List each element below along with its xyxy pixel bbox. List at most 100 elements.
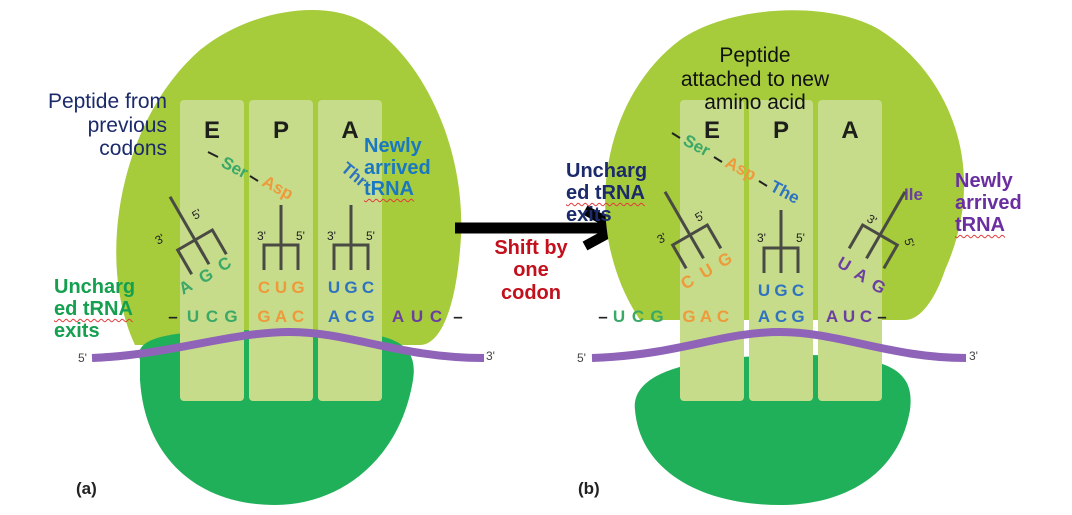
- peptide-bond: [249, 175, 259, 182]
- base: U: [187, 307, 199, 326]
- base: C: [345, 307, 357, 326]
- mrna-5-prime: 5': [78, 351, 87, 365]
- mrna-sequence: – U C G G A C A C G A U C –: [598, 307, 886, 326]
- annotation-line: exits: [54, 320, 100, 342]
- panel-b: E P A Ser Asp The Ile 3' 5' C U G 3' 5': [577, 10, 978, 505]
- anticodon-p: U G C: [758, 281, 804, 300]
- annotation-line: tRNA: [955, 214, 1005, 236]
- base: U: [843, 307, 855, 326]
- annotation-peptide-from-previous: Peptide from previous codons: [22, 90, 167, 161]
- panel-a: E P A Ser Asp Thr 3' 5' A G C 3' 5' C: [76, 10, 495, 505]
- annotation-line: Shift by: [494, 237, 568, 259]
- mrna-strand: [91, 327, 485, 362]
- annotation-shift-by-one-codon: Shift by one codon: [476, 237, 586, 304]
- annotation-line: Newly: [955, 170, 1013, 192]
- site-p-label: P: [773, 117, 789, 144]
- strand-dash: –: [598, 307, 607, 326]
- strand-dash: –: [877, 307, 886, 326]
- mrna-5-prime: 5': [577, 351, 586, 365]
- site-a-box: [818, 100, 882, 401]
- prime-3: 3': [257, 229, 266, 243]
- annotation-line: arrived: [955, 192, 1022, 214]
- base: G: [682, 307, 695, 326]
- annotation-line: codon: [501, 281, 561, 304]
- annotation-uncharged-exits-a: Uncharg ed tRNA exits: [54, 276, 135, 342]
- base: U: [613, 307, 625, 326]
- base: U: [758, 281, 770, 300]
- site-e-box: [680, 100, 744, 401]
- amino-acid-ile: Ile: [904, 185, 923, 204]
- trna-a-site: [332, 205, 370, 270]
- prime-5: 5': [296, 229, 305, 243]
- base: G: [774, 281, 787, 300]
- strand-dash: –: [168, 307, 177, 326]
- mrna-3-prime: 3': [486, 349, 495, 363]
- prime-5: 5': [366, 229, 375, 243]
- anticodon-a: U G C: [328, 278, 374, 297]
- annotation-peptide-attached: Peptide attached to new amino acid: [650, 44, 860, 115]
- annotation-line: Newly: [364, 135, 422, 157]
- base: A: [392, 307, 404, 326]
- site-a-label: A: [341, 117, 358, 144]
- annotation-line: Uncharg: [566, 160, 648, 182]
- site-e-label: E: [204, 117, 220, 144]
- peptide-bond: [758, 180, 768, 187]
- base: C: [632, 307, 644, 326]
- base: C: [258, 278, 270, 297]
- annotation-newly-arrived-a: Newly arrived tRNA: [364, 135, 431, 201]
- annotation-line: Peptide: [719, 44, 791, 67]
- base: C: [362, 278, 374, 297]
- annotation-line: Peptide from: [47, 90, 167, 113]
- base: A: [275, 307, 287, 326]
- annotation-line: codons: [99, 137, 167, 161]
- prime-3: 3': [327, 229, 336, 243]
- peptide-bond: [713, 156, 723, 163]
- site-e-label: E: [704, 117, 720, 144]
- panel-label-b: (b): [578, 479, 600, 498]
- peptide-bond: [671, 132, 681, 139]
- base: G: [361, 307, 374, 326]
- base: U: [328, 278, 340, 297]
- mrna-strand: [591, 327, 967, 362]
- base: C: [430, 307, 442, 326]
- annotation-uncharged-exits-b: Uncharg ed tRNA exits: [566, 160, 647, 226]
- peptide-bond: [207, 151, 219, 158]
- mrna-sequence: – U C G G A C A C G A U C –: [168, 307, 462, 326]
- base: C: [717, 307, 729, 326]
- base: G: [224, 307, 237, 326]
- trna-e-site: [168, 195, 228, 275]
- trna-exiting: [663, 190, 723, 270]
- base: C: [792, 281, 804, 300]
- base: G: [344, 278, 357, 297]
- annotation-line: amino acid: [704, 91, 806, 115]
- strand-dash: –: [453, 307, 462, 326]
- annotation-line: previous: [87, 113, 167, 137]
- panel-label-a: (a): [76, 479, 97, 498]
- base: C: [860, 307, 872, 326]
- base: U: [275, 278, 287, 297]
- base: G: [650, 307, 663, 326]
- base: A: [826, 307, 838, 326]
- annotation-line: Uncharg: [54, 276, 136, 298]
- base: C: [292, 307, 304, 326]
- base: U: [411, 307, 423, 326]
- base: G: [291, 278, 304, 297]
- trna-arriving: [847, 190, 907, 270]
- trna-p-site: [262, 205, 300, 270]
- annotation-line: exits: [566, 204, 612, 226]
- trna-p-site: [762, 210, 800, 273]
- base: C: [775, 307, 787, 326]
- site-p-label: P: [273, 117, 289, 144]
- site-a-label: A: [841, 117, 858, 144]
- base: A: [700, 307, 712, 326]
- site-e-box: [180, 100, 244, 401]
- prime-5: 5': [796, 231, 805, 245]
- annotation-line: one: [513, 259, 549, 282]
- base: A: [328, 307, 340, 326]
- base: G: [791, 307, 804, 326]
- base: C: [206, 307, 218, 326]
- base: A: [758, 307, 770, 326]
- annotation-line: arrived: [364, 156, 431, 179]
- base: G: [257, 307, 270, 326]
